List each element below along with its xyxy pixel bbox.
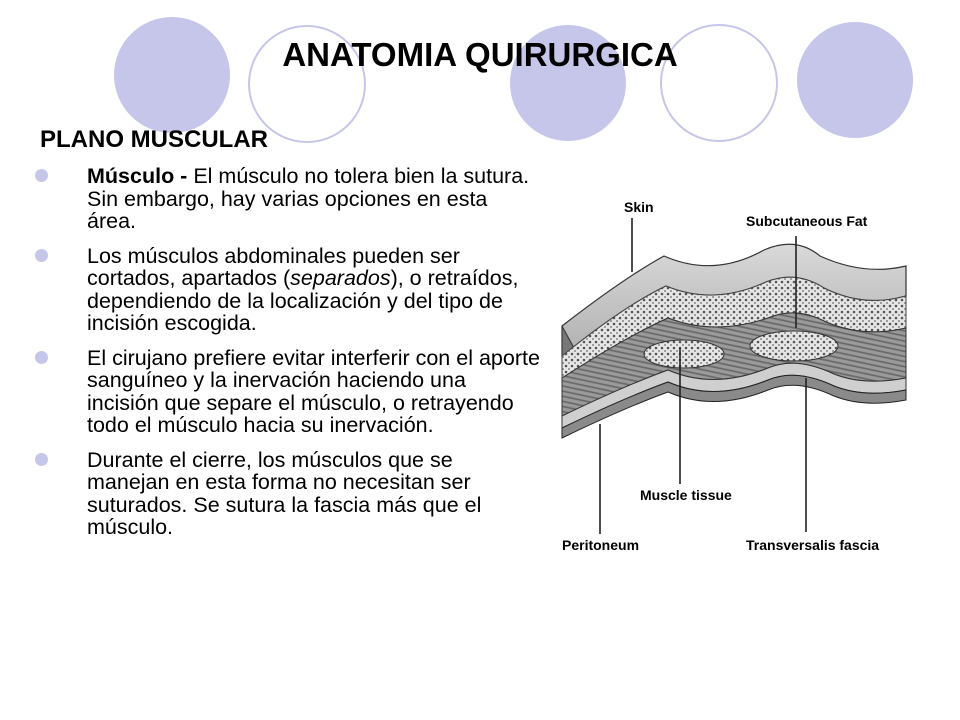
- deco-circle-1: [114, 17, 230, 133]
- deco-circle-5: [797, 22, 913, 138]
- subcutaneous-fat-label: Subcutaneous Fat: [746, 213, 868, 229]
- bullet-text: Durante el cierre, los músculos que se m…: [87, 447, 482, 539]
- muscle-belly: [643, 339, 725, 369]
- bullet-item-musculo: Músculo - El músculo no tolera bien la s…: [30, 165, 540, 233]
- bullet-list: Músculo - El músculo no tolera bien la s…: [30, 165, 540, 551]
- muscle-tissue-label: Muscle tissue: [640, 487, 732, 503]
- peritoneum-label: Peritoneum: [562, 537, 639, 553]
- bullet-dot-icon: [35, 248, 48, 262]
- muscle-belly: [749, 330, 839, 362]
- bullet-text-italic: separados: [290, 266, 391, 290]
- section-subtitle: PLANO MUSCULAR: [40, 126, 268, 153]
- bullet-text: El músculo no tolera bien la sutura. Sin…: [87, 164, 530, 233]
- bullet-text-pre: Los músculos abdominales pueden ser cort…: [87, 243, 460, 290]
- skin-label: Skin: [624, 199, 654, 215]
- bullet-dot-icon: [35, 169, 48, 182]
- deco-circle-3: [510, 25, 626, 141]
- deco-circle-4: [660, 24, 778, 142]
- bullet-dot-icon: [35, 350, 48, 364]
- transversalis-fascia-label: Transversalis fascia: [746, 537, 879, 553]
- bullet-term: Músculo -: [87, 164, 194, 188]
- bullet-dot-icon: [35, 452, 48, 466]
- abdominal-wall-diagram: Skin Subcutaneous Fat Muscle tissue Peri…: [534, 178, 926, 576]
- bullet-item-cirujano: El cirujano prefiere evitar interferir c…: [30, 345, 540, 437]
- bullet-item-cierre: Durante el cierre, los músculos que se m…: [30, 447, 540, 539]
- bullet-text: El cirujano prefiere evitar interferir c…: [87, 345, 540, 437]
- bullet-item-abdominales: Los músculos abdominales pueden ser cort…: [30, 243, 540, 335]
- bullet-text-post: ), o retraídos, dependiendo de la locali…: [87, 266, 519, 335]
- deco-circle-2: [248, 25, 366, 143]
- slide-title: ANATOMIA QUIRURGICA: [282, 36, 678, 73]
